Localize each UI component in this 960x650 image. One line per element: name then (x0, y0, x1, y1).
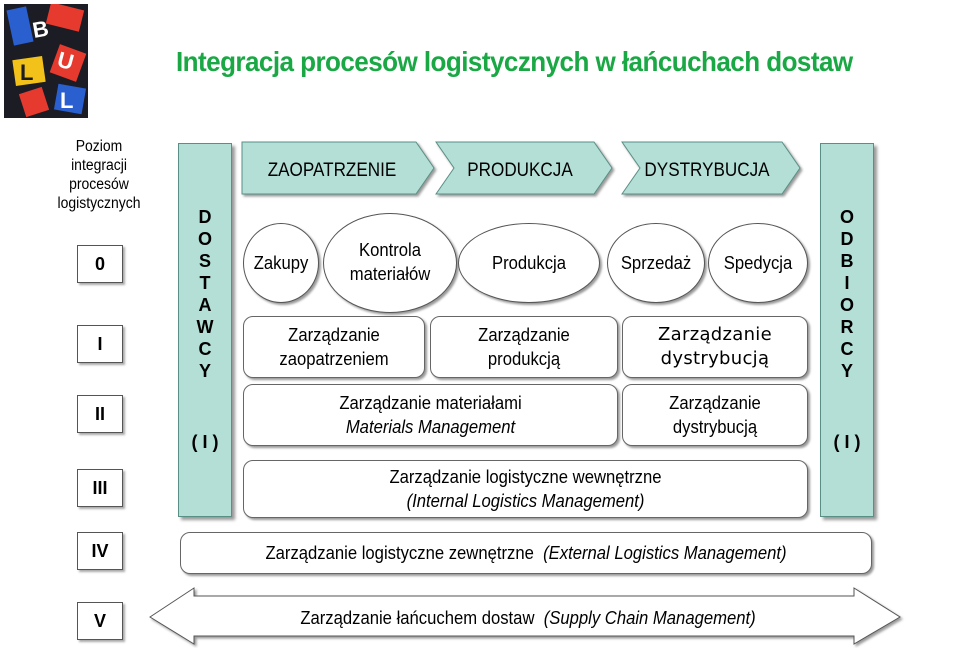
svg-text:B: B (31, 16, 51, 43)
oval-spedycja-label: Spedycja (723, 252, 793, 273)
level-2-box: II (77, 395, 123, 433)
level-1-box: I (77, 325, 123, 363)
logo-graphic: B U L L (4, 4, 88, 118)
box-external-logistics-text: Zarządzanie logistyczne zewnętrzne (Exte… (216, 541, 837, 565)
oval-sprzedaz-label: Sprzedaż (620, 252, 692, 273)
level-4-box: IV (77, 532, 123, 570)
phase-production-arrow (435, 141, 613, 195)
phase-production-label: PRODUKCJA (467, 160, 573, 181)
supply-chain-en: (Supply Chain Management) (543, 607, 756, 628)
phase-distribution-arrow (621, 141, 801, 195)
oval-kontrola: Kontrola materiałów (323, 213, 457, 313)
box-internal-logistics-en: (Internal Logistics Management) (406, 490, 645, 511)
box-zarzadzanie-dystrybucja-l1: Zarządzanie dystrybucją (622, 316, 808, 378)
box-external-logistics-en: (External Logistics Management) (543, 542, 787, 563)
box-zarzadzanie-produkcja-label: Zarządzanie produkcją (478, 324, 570, 369)
oval-kontrola-label: Kontrola materiałów (349, 239, 431, 284)
box-internal-logistics-pl: Zarządzanie logistyczne wewnętrzne (389, 466, 662, 487)
page-title: Integracja procesów logistycznych w łańc… (176, 46, 853, 77)
box-materials-management-label: Materials Management (345, 416, 516, 437)
oval-sprzedaz: Sprzedaż (607, 223, 705, 303)
logo: B U L L (4, 4, 88, 118)
phase-distribution-label: DYSTRYBUCJA (644, 160, 770, 181)
level-5-box: V (77, 602, 123, 640)
box-zarzadzanie-produkcja: Zarządzanie produkcją (430, 316, 618, 378)
box-zarzadzanie-materialami-label: Zarządzanie materiałami (339, 392, 522, 413)
oval-zakupy: Zakupy (243, 223, 319, 303)
suppliers-paren: ( I ) (191, 432, 219, 452)
box-zarzadzanie-zaopatrzeniem: Zarządzanie zaopatrzeniem (243, 316, 425, 378)
box-external-logistics-pl: Zarządzanie logistyczne zewnętrzne (265, 542, 534, 563)
level-column-heading: Poziom integracji procesów logistycznych (57, 138, 141, 212)
phase-supply-arrow (241, 141, 435, 195)
phase-chevrons (241, 141, 801, 195)
box-zarzadzanie-dystrybucja-l2-label: Zarządzanie dystrybucją (669, 392, 761, 437)
supply-chain-pl: Zarządzanie łańcuchem dostaw (300, 607, 535, 628)
customers-paren: ( I ) (833, 432, 861, 452)
box-zarzadzanie-zaopatrzeniem-label: Zarządzanie zaopatrzeniem (279, 324, 389, 369)
oval-produkcja: Produkcja (458, 223, 600, 303)
supply-chain-arrow (149, 587, 901, 645)
oval-zakupy-label: Zakupy (253, 252, 309, 273)
box-external-logistics: Zarządzanie logistyczne zewnętrzne (Exte… (180, 532, 872, 574)
level-3-box: III (77, 469, 123, 507)
box-zarzadzanie-dystrybucja-l1-label: Zarządzanie dystrybucją (658, 324, 772, 369)
level-0-box: 0 (77, 245, 123, 283)
svg-text:U: U (55, 47, 77, 75)
svg-text:L: L (60, 88, 73, 113)
phase-supply-label: ZAOPATRZENIE (267, 160, 397, 181)
box-zarzadzanie-materialami: Zarządzanie materiałami Materials Manage… (243, 384, 618, 446)
box-internal-logistics: Zarządzanie logistyczne wewnętrzne (Inte… (243, 460, 808, 518)
oval-produkcja-label: Produkcja (491, 252, 567, 273)
supply-chain-text: Zarządzanie łańcuchem dostaw (Supply Cha… (186, 606, 870, 630)
box-zarzadzanie-dystrybucja-l2: Zarządzanie dystrybucją (622, 384, 808, 446)
svg-text:L: L (20, 60, 33, 85)
oval-spedycja: Spedycja (708, 223, 808, 303)
